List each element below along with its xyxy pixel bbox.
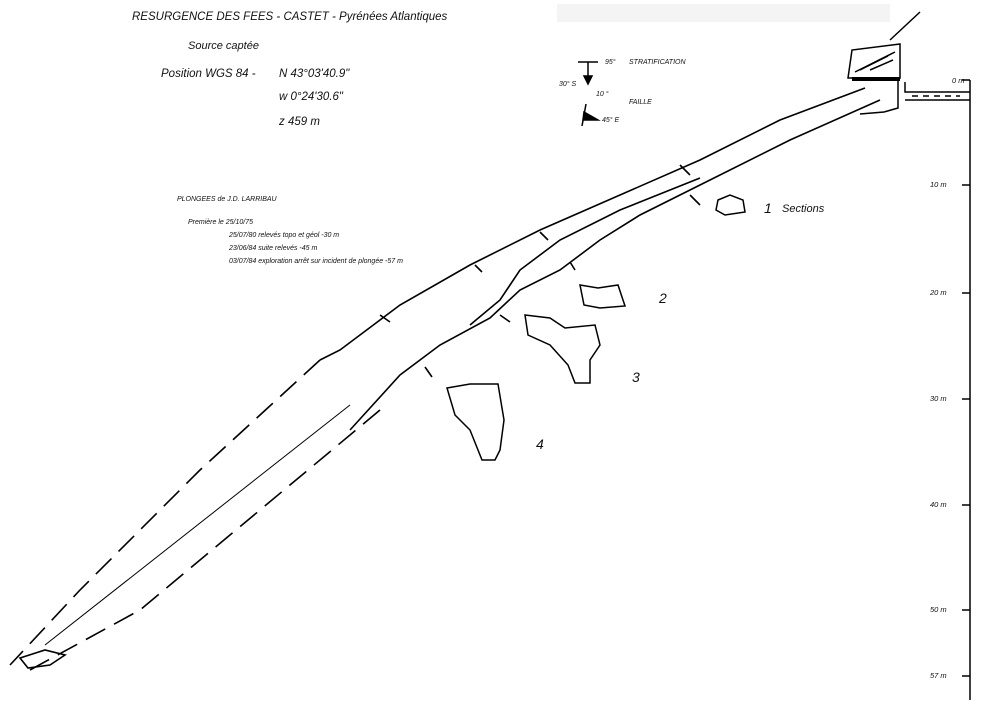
section-1-shape xyxy=(715,194,746,216)
dive-entry: 03/07/84 exploration arrêt sur incident … xyxy=(229,258,403,265)
section-4-number: 4 xyxy=(536,436,544,452)
faille-direction: 45° E xyxy=(602,117,620,124)
position-label: Position WGS 84 - xyxy=(161,68,256,80)
depth-label: 20 m xyxy=(930,288,947,297)
altitude: z 459 m xyxy=(279,116,320,128)
section-2-shape xyxy=(579,284,627,309)
section-3-number: 3 xyxy=(632,369,640,385)
section-1-label: Sections xyxy=(782,203,825,215)
depth-label: 40 m xyxy=(930,500,947,509)
depth-label: 50 m xyxy=(930,605,947,614)
depth-label: 10 m xyxy=(930,180,947,189)
depth-label: 30 m xyxy=(930,394,947,403)
depth-scale xyxy=(962,79,971,700)
stratification-label: STRATIFICATION xyxy=(629,59,686,66)
entrance-structure xyxy=(847,11,970,115)
diagram-subtitle: Source captée xyxy=(188,40,259,52)
latitude: N 43°03'40.9" xyxy=(279,68,350,80)
stratification-direction: 30° S xyxy=(559,81,577,88)
faille-dip: 10 ° xyxy=(596,91,609,98)
dive-entry: 23/06/84 suite relevés -45 m xyxy=(229,245,318,252)
section-2-number: 2 xyxy=(659,290,667,306)
section-4-shape xyxy=(446,383,505,461)
section-1-number: 1 xyxy=(764,200,772,216)
faille-label: FAILLE xyxy=(629,99,652,106)
main-gallery xyxy=(9,87,881,671)
longitude: w 0°24'30.6" xyxy=(279,91,343,103)
dive-entry: 25/07/80 relevés topo et géol -30 m xyxy=(229,232,340,239)
cross-sections xyxy=(446,194,746,461)
depth-label: 57 m xyxy=(930,671,947,680)
stratification-symbol xyxy=(578,61,598,86)
dives-heading: PLONGEES de J.D. LARRIBAU xyxy=(177,196,277,203)
depth-label: 0 m xyxy=(952,76,965,85)
stratification-dip: 95° xyxy=(605,59,616,66)
dives-first: Première le 25/10/75 xyxy=(188,219,253,226)
blank-patch xyxy=(557,4,890,22)
faille-symbol xyxy=(581,103,601,127)
section-3-shape xyxy=(524,314,601,384)
diagram-title: RESURGENCE DES FEES - CASTET - Pyrénées … xyxy=(132,11,448,23)
